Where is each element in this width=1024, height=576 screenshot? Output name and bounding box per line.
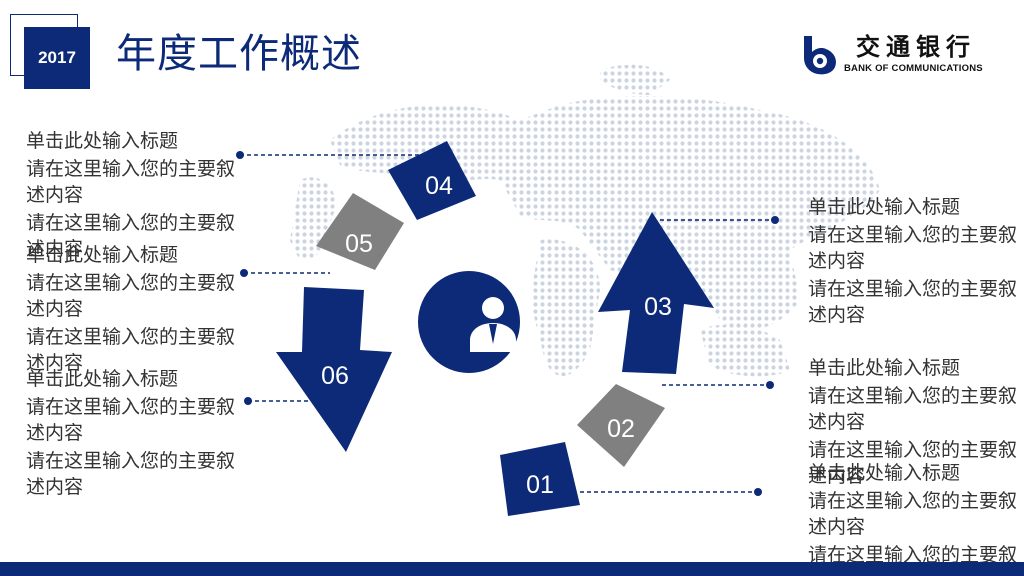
segment-03-label: 03 [644, 293, 672, 321]
segment-04-shape [388, 141, 476, 220]
segment-02-label: 02 [607, 415, 635, 443]
left-item-3: 单击此处输入标题 请在这里输入您的主要叙述内容 请在这里输入您的主要叙述内容 [26, 366, 236, 500]
left-item-3-desc-2[interactable]: 请在这里输入您的主要叙述内容 [26, 450, 236, 498]
right-item-1: 单击此处输入标题 请在这里输入您的主要叙述内容 请在这里输入您的主要叙述内容 [808, 194, 1018, 328]
left-item-1: 单击此处输入标题 请在这里输入您的主要叙述内容 请在这里输入您的主要叙述内容 [26, 128, 236, 262]
right-item-3-title[interactable]: 单击此处输入标题 [808, 462, 961, 484]
connector-dot-left-3 [244, 397, 252, 405]
connector-dot-left-1 [236, 151, 244, 159]
segment-05-label: 05 [345, 230, 373, 258]
right-item-1-desc-2[interactable]: 请在这里输入您的主要叙述内容 [808, 278, 1018, 326]
segment-01-shape [500, 442, 580, 516]
left-item-2-desc-2[interactable]: 请在这里输入您的主要叙述内容 [26, 326, 236, 374]
right-item-2: 单击此处输入标题 请在这里输入您的主要叙述内容 请在这里输入您的主要叙述内容 [808, 355, 1018, 489]
segment-01-label: 01 [526, 471, 554, 499]
year-badge: 2017 [24, 27, 90, 89]
right-item-3-desc-2[interactable]: 请在这里输入您的主要叙述内容 [808, 544, 1018, 562]
left-item-3-title[interactable]: 单击此处输入标题 [26, 368, 179, 390]
segment-05-shape [316, 193, 404, 270]
right-item-2-title[interactable]: 单击此处输入标题 [808, 357, 961, 379]
page-title: 年度工作概述 [116, 31, 362, 77]
right-item-3-desc-1[interactable]: 请在这里输入您的主要叙述内容 [808, 490, 1018, 538]
bank-name-en: BANK OF COMMUNICATIONS [844, 63, 983, 74]
connector-dot-right-2 [766, 381, 774, 389]
left-item-3-desc-1[interactable]: 请在这里输入您的主要叙述内容 [26, 396, 236, 444]
right-item-1-title[interactable]: 单击此处输入标题 [808, 196, 961, 218]
connector-dot-left-2 [240, 269, 248, 277]
connector-dot-right-1 [771, 216, 779, 224]
connector-dot-right-3 [754, 488, 762, 496]
segment-03-arrow [598, 212, 714, 374]
right-item-2-desc-2[interactable]: 请在这里输入您的主要叙述内容 [808, 439, 1018, 487]
right-item-1-desc-1[interactable]: 请在这里输入您的主要叙述内容 [808, 224, 1018, 272]
left-item-2-desc-1[interactable]: 请在这里输入您的主要叙述内容 [26, 272, 236, 320]
left-item-2-title[interactable]: 单击此处输入标题 [26, 244, 179, 266]
bank-logo: 交通银行 BANK OF COMMUNICATIONS [798, 32, 1014, 80]
bank-logo-icon [804, 36, 836, 75]
left-item-2: 单击此处输入标题 请在这里输入您的主要叙述内容 请在这里输入您的主要叙述内容 [26, 242, 236, 376]
center-circle [418, 271, 520, 373]
segment-04-label: 04 [425, 172, 453, 200]
segment-06-arrow [276, 287, 392, 452]
left-item-1-title[interactable]: 单击此处输入标题 [26, 130, 179, 152]
businessman-icon [470, 297, 516, 352]
bottom-bar [0, 562, 1024, 576]
right-item-3: 单击此处输入标题 请在这里输入您的主要叙述内容 请在这里输入您的主要叙述内容 [808, 460, 1018, 562]
segment-02-shape [577, 384, 665, 467]
right-item-2-desc-1[interactable]: 请在这里输入您的主要叙述内容 [808, 385, 1018, 433]
left-item-1-desc-2[interactable]: 请在这里输入您的主要叙述内容 [26, 212, 236, 260]
left-item-1-desc-1[interactable]: 请在这里输入您的主要叙述内容 [26, 158, 236, 206]
segment-06-label: 06 [321, 362, 349, 390]
bank-name-cn: 交通银行 [856, 32, 976, 61]
